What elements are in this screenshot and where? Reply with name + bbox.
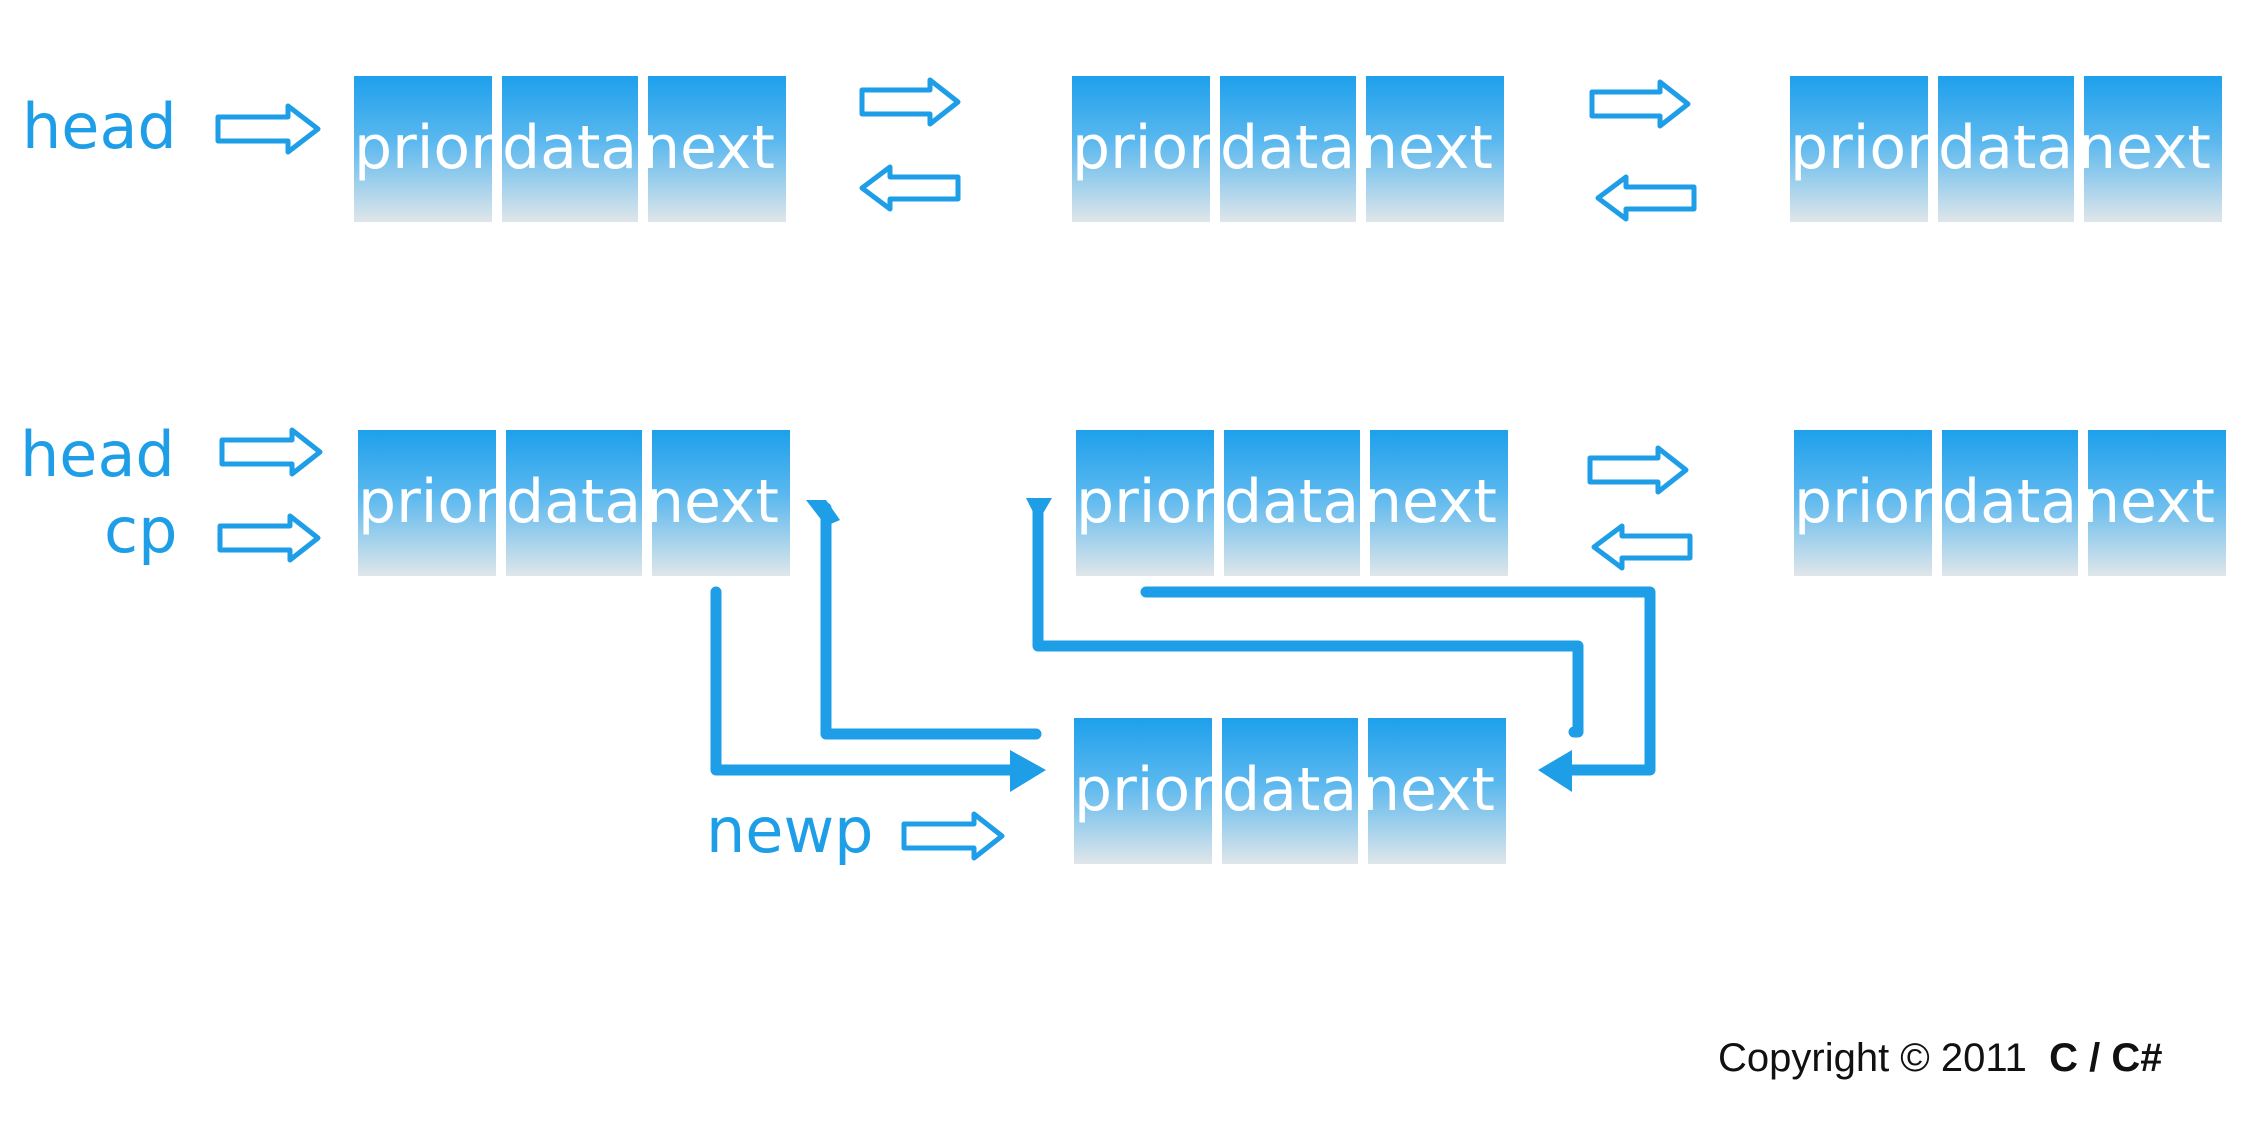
copyright-text: Copyright © 2011 <box>1718 1036 2027 1080</box>
next-field: next <box>642 76 786 222</box>
next-field: next <box>646 430 790 576</box>
head-label-mid: head <box>20 418 175 491</box>
prior-field: prior <box>1790 76 1931 222</box>
prior-field: prior <box>1076 430 1217 576</box>
row2-next-arrow <box>1587 445 1689 495</box>
new-prior-to-cp-arrow <box>820 502 1042 740</box>
newp-label: newp <box>706 794 874 867</box>
row2-node2-prior-to-new-arrow <box>1140 586 1656 776</box>
row1-prev-arrow-1 <box>859 164 961 212</box>
row1-next-arrow-1 <box>859 77 961 127</box>
row2-prev-arrow <box>1591 523 1693 571</box>
row2-node2-prior-to-new-arrowhead <box>1538 750 1572 792</box>
head-label-top: head <box>22 90 177 163</box>
data-field: data <box>1220 76 1356 222</box>
head-mid-pointer-arrow <box>219 427 323 477</box>
next-field: next <box>1362 718 1506 864</box>
next-field: next <box>1364 430 1508 576</box>
cp-next-to-new-arrowhead <box>1010 750 1046 792</box>
next-field: next <box>1360 76 1504 222</box>
prior-field: prior <box>358 430 499 576</box>
next-field: next <box>2082 430 2226 576</box>
prior-field: prior <box>1794 430 1935 576</box>
prior-field: prior <box>354 76 495 222</box>
data-field: data <box>1224 430 1360 576</box>
next-field: next <box>2078 76 2222 222</box>
new-prior-to-cp-arrowhead <box>806 500 840 526</box>
data-field: data <box>502 76 638 222</box>
cp-next-to-new-arrow <box>710 586 1016 776</box>
data-field: data <box>1938 76 2074 222</box>
new-next-to-row2-node2-arrow <box>1032 502 1584 738</box>
copyright-notice: Copyright © 2011 C / C# <box>1718 1036 2163 1081</box>
cp-label: cp <box>104 494 178 567</box>
cp-pointer-arrow <box>217 513 321 563</box>
copyright-brand: C / C# <box>2049 1036 2163 1080</box>
new-next-to-row2-node2-arrowhead <box>1026 498 1052 522</box>
prior-field: prior <box>1074 718 1215 864</box>
row1-prev-arrow-2 <box>1595 174 1697 222</box>
data-field: data <box>506 430 642 576</box>
prior-field: prior <box>1072 76 1213 222</box>
newp-pointer-arrow <box>901 811 1005 861</box>
data-field: data <box>1222 718 1358 864</box>
head-top-pointer-arrow <box>215 103 321 155</box>
row1-next-arrow-2 <box>1589 79 1691 129</box>
data-field: data <box>1942 430 2078 576</box>
